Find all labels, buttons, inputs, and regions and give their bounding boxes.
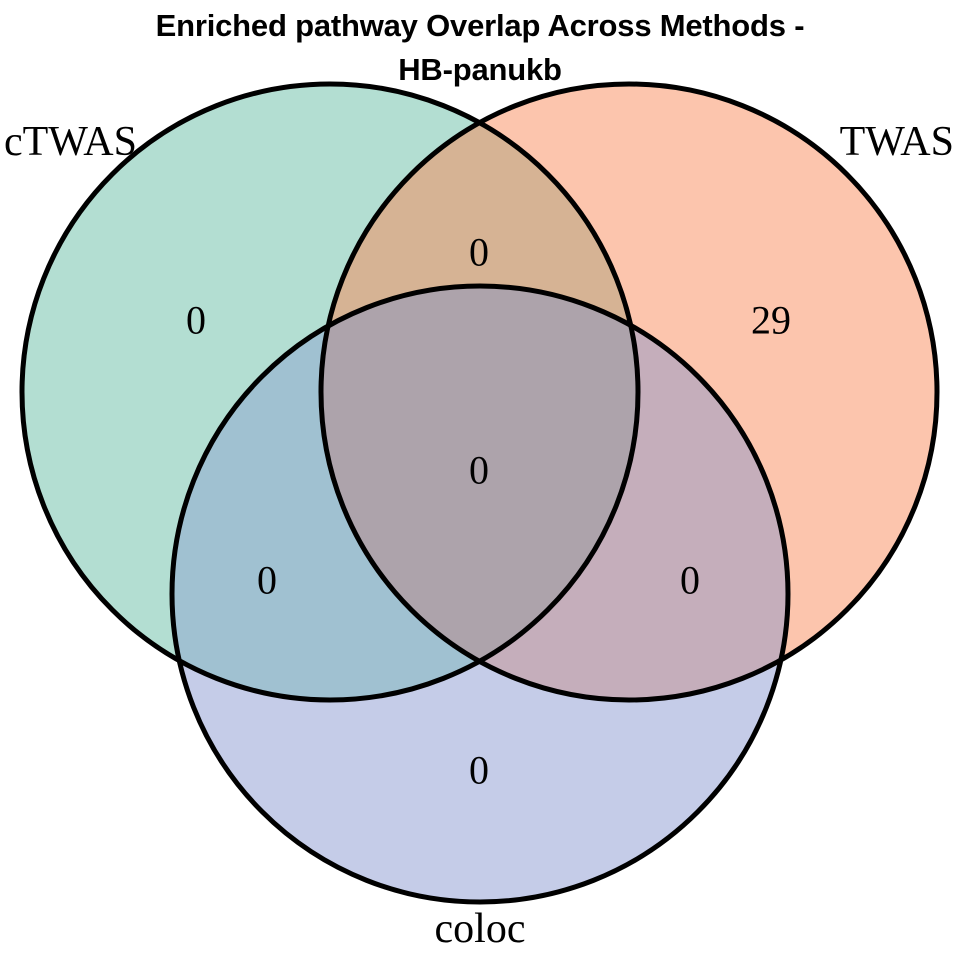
set-label-coloc: coloc <box>434 906 526 952</box>
venn-outline-coloc <box>169 283 791 905</box>
set-label-ctwas: cTWAS <box>4 119 137 165</box>
count-twas-coloc: 0 <box>680 557 700 603</box>
count-ctwas-coloc: 0 <box>257 557 277 603</box>
venn-outline-ctwas <box>19 81 641 703</box>
venn-outline-twas <box>318 81 940 703</box>
count-all-three: 0 <box>469 447 489 493</box>
count-coloc-only: 0 <box>469 747 489 793</box>
set-label-twas: TWAS <box>839 119 954 165</box>
count-twas-only: 29 <box>751 297 791 343</box>
count-ctwas-twas: 0 <box>469 229 489 275</box>
count-ctwas-only: 0 <box>186 297 206 343</box>
page-title: Enriched pathway Overlap Across Methods … <box>155 8 805 87</box>
